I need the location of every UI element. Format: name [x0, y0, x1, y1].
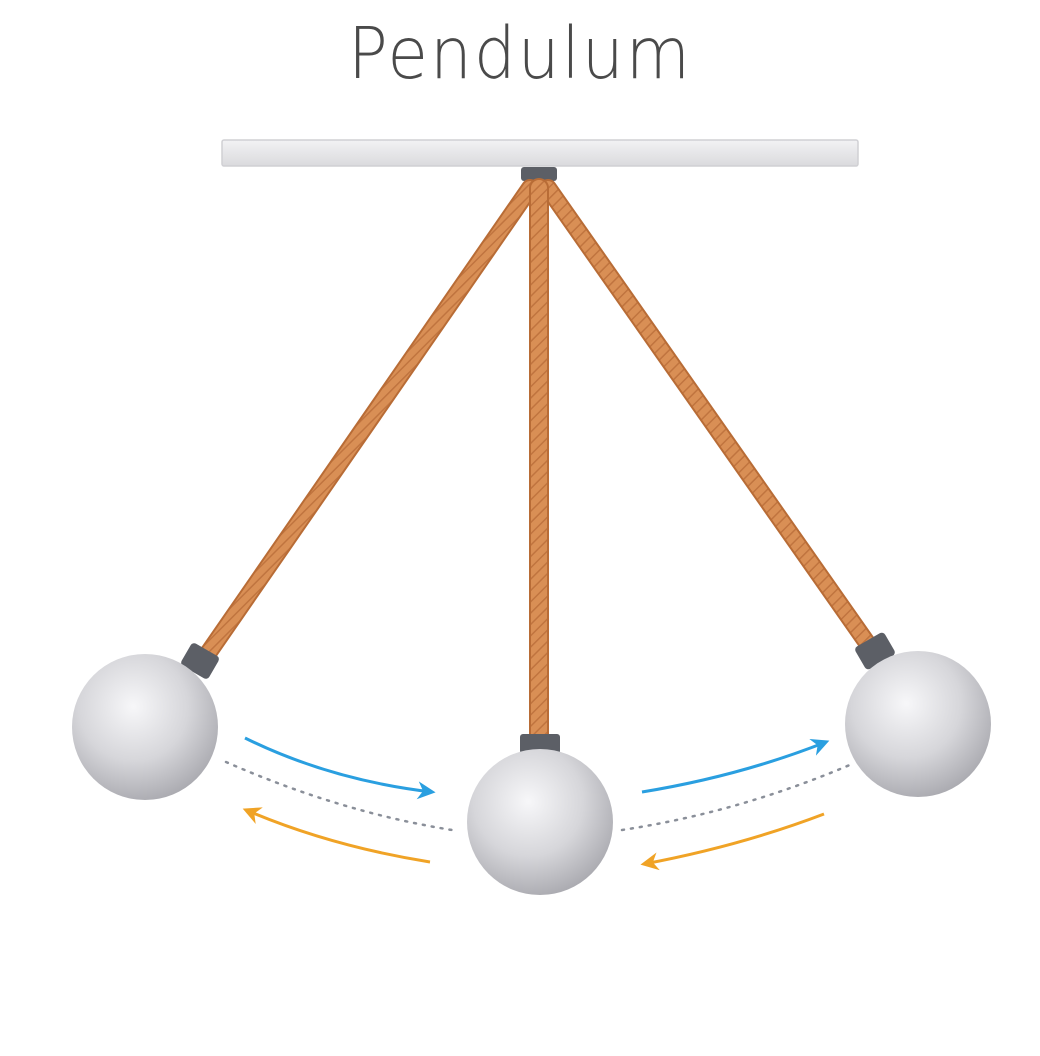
swing-right-arrow-icon — [641, 738, 830, 794]
bob-left — [72, 643, 219, 800]
pivot-mount — [521, 167, 557, 181]
swing-left-arrow-icon — [640, 812, 825, 871]
dotted-path-left — [224, 760, 454, 832]
diagram-title: Pendulum — [347, 12, 693, 96]
support-bar — [221, 139, 859, 167]
bob-cap-left — [181, 643, 219, 679]
ropes — [193, 178, 881, 748]
dotted-path-right — [620, 762, 854, 832]
bob-right — [845, 632, 991, 797]
swing-left-arrow-icon — [242, 807, 431, 864]
bob-center — [467, 734, 613, 895]
bob-cap-center — [520, 734, 560, 754]
swing-right-arrow-icon — [244, 736, 436, 800]
